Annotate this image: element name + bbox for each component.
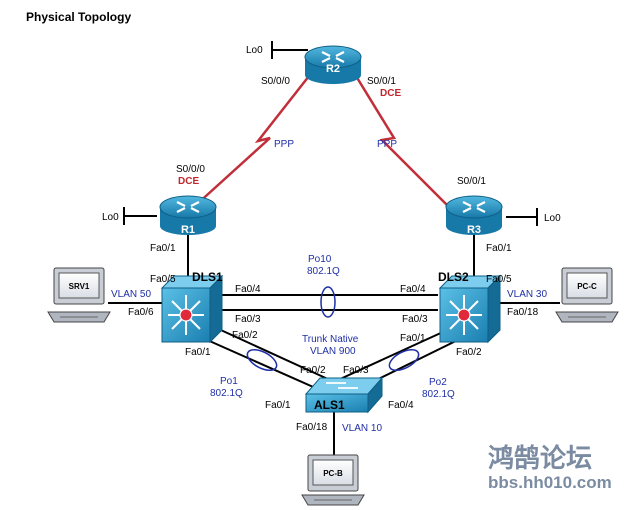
router-r2[interactable]: R2 [304,45,362,84]
dls1-fa05-label: Fa0/5 [150,274,176,285]
router-r1-label: R1 [181,224,195,236]
loopback-r2 [271,41,308,59]
dls2-fa04-label: Fa0/4 [400,284,426,295]
switch-dls2-label: DLS2 [438,270,469,284]
switch-core-icon [457,308,471,322]
router-arrows-icon [321,51,345,63]
po1-label: Po1 [220,376,238,387]
serial-link-r2-r1 [195,75,310,206]
pc-pcb-label: PC-B [323,469,343,478]
vlan50-label: VLAN 50 [111,289,151,300]
dls1-fa01-label: Fa0/1 [185,347,211,358]
trunk-native-label: Trunk Native [302,334,359,345]
pc-pcb[interactable]: PC-B [301,454,365,506]
po2-label: Po2 [429,377,447,388]
als1-fa018-label: Fa0/18 [296,422,328,433]
switch-dls1-label: DLS1 [192,270,223,284]
r3-loopback-label: Lo0 [544,213,561,224]
r1-loopback-label: Lo0 [102,212,119,223]
pc-pcc-label: PC-C [577,282,597,291]
dls1-fa03-label: Fa0/3 [235,314,261,325]
loopback-r1 [123,207,157,225]
ppp-left-label: PPP [274,139,294,150]
r2-loopback-label: Lo0 [246,45,263,56]
r3-fa01-label: Fa0/1 [486,243,512,254]
r1-dce-label: DCE [178,176,199,187]
router-arrows-icon [462,201,486,213]
dls1-fa04-label: Fa0/4 [235,284,261,295]
switch-als1-label: ALS1 [314,398,345,412]
dls1-fa06-label: Fa0/6 [128,307,154,318]
vlan30-label: VLAN 30 [507,289,547,300]
pc-pcc[interactable]: PC-C [555,267,619,323]
po1-encap-label: 802.1Q [210,388,243,399]
r1-fa01-label: Fa0/1 [150,243,176,254]
dls2-fa02-label: Fa0/2 [456,347,482,358]
dls2-fa03-label: Fa0/3 [402,314,428,325]
trunk-vlan-label: VLAN 900 [310,346,356,357]
als1-fa03-label: Fa0/3 [343,365,369,376]
link-dls1-als1-a [195,334,321,391]
r2-s000-label: S0/0/0 [261,76,290,87]
dls2-fa05-label: Fa0/5 [486,274,512,285]
als1-fa04-label: Fa0/4 [388,400,414,411]
etherchannel-po2-oval [388,348,420,372]
watermark-cn: 鸿鹄论坛 [488,443,592,474]
r2-dce-label: DCE [380,88,401,99]
r1-s000-label: S0/0/0 [176,164,205,175]
server-srv1-label: SRV1 [69,282,90,291]
serial-link-r2-r3 [354,75,448,206]
ppp-right-label: PPP [377,139,397,150]
link-dls2-als1-a [337,325,457,381]
router-r2-label: R2 [326,63,340,75]
switch-core-icon [179,308,193,322]
watermark-url: bbs.hh010.com [488,473,612,492]
router-r3-label: R3 [467,224,481,236]
loopback-r3 [506,208,538,226]
switch-dls2[interactable] [438,274,502,344]
etherchannel-po1-oval [246,348,278,372]
vlan10-label: VLAN 10 [342,423,382,434]
dls2-fa018-label: Fa0/18 [507,307,539,318]
po10-label: Po10 [308,254,332,265]
router-r3[interactable]: R3 [445,195,503,236]
router-r1[interactable]: R1 [159,195,217,236]
als1-fa01-label: Fa0/1 [265,400,291,411]
po2-encap-label: 802.1Q [422,389,455,400]
etherchannel-po10-oval [320,286,336,318]
link-dls1-als1-b [211,325,331,381]
switch-dls1[interactable] [160,274,224,344]
als1-fa02-label: Fa0/2 [300,365,326,376]
po10-encap-label: 802.1Q [307,266,340,277]
switch-arrows-icon [326,382,358,389]
server-srv1[interactable]: SRV1 [47,267,111,323]
r2-s001-label: S0/0/1 [367,76,396,87]
diagram-title: Physical Topology [26,10,131,24]
router-arrows-icon [176,201,200,213]
switch-als1[interactable] [304,376,384,414]
r3-s001-label: S0/0/1 [457,176,486,187]
dls1-fa02-label: Fa0/2 [232,330,258,341]
dls2-fa01-label: Fa0/1 [400,333,426,344]
